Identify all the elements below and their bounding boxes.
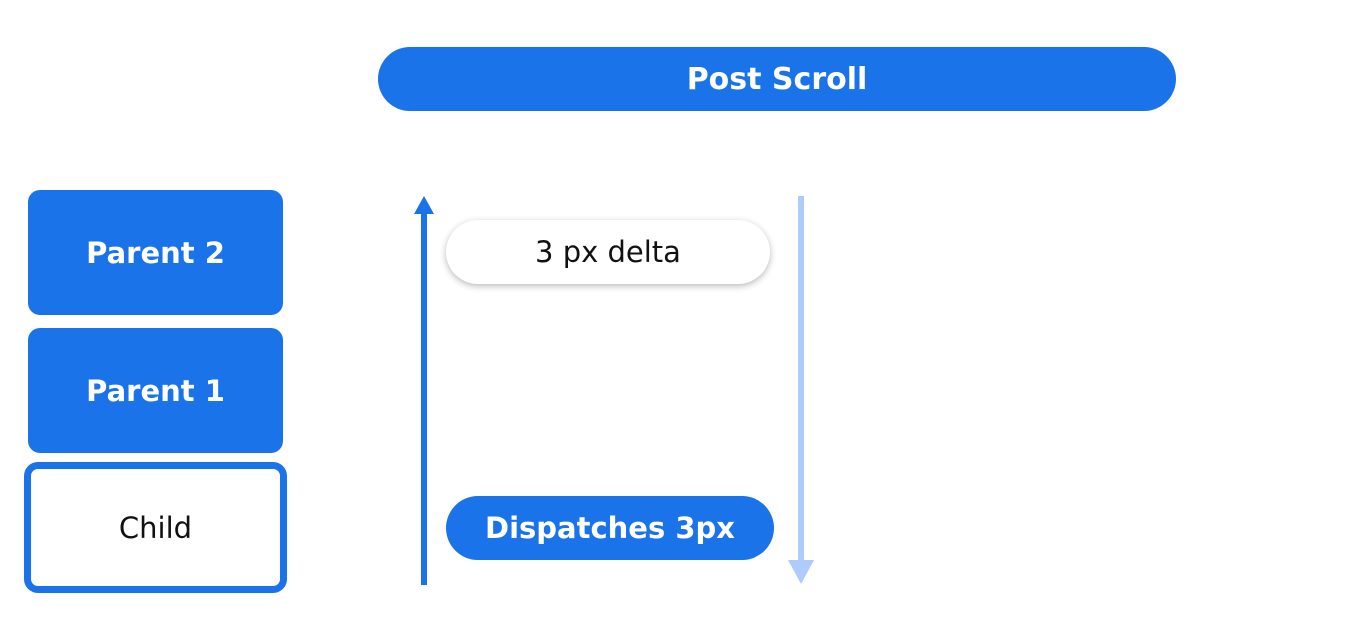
delta-pill: 3 px delta (446, 220, 770, 284)
dispatch-pill: Dispatches 3px (446, 496, 774, 560)
node-parent-1: Parent 1 (28, 328, 283, 453)
post-scroll-label: Post Scroll (686, 61, 868, 97)
delta-label: 3 px delta (535, 235, 681, 269)
node-child-label: Child (118, 510, 193, 545)
arrow-down-icon (788, 196, 814, 584)
node-parent-1-label: Parent 1 (86, 373, 225, 408)
arrow-up-icon (414, 196, 434, 585)
post-scroll-banner: Post Scroll (378, 47, 1176, 111)
node-parent-2-label: Parent 2 (86, 235, 225, 270)
dispatch-label: Dispatches 3px (485, 511, 735, 545)
node-child: Child (24, 462, 287, 593)
node-parent-2: Parent 2 (28, 190, 283, 315)
